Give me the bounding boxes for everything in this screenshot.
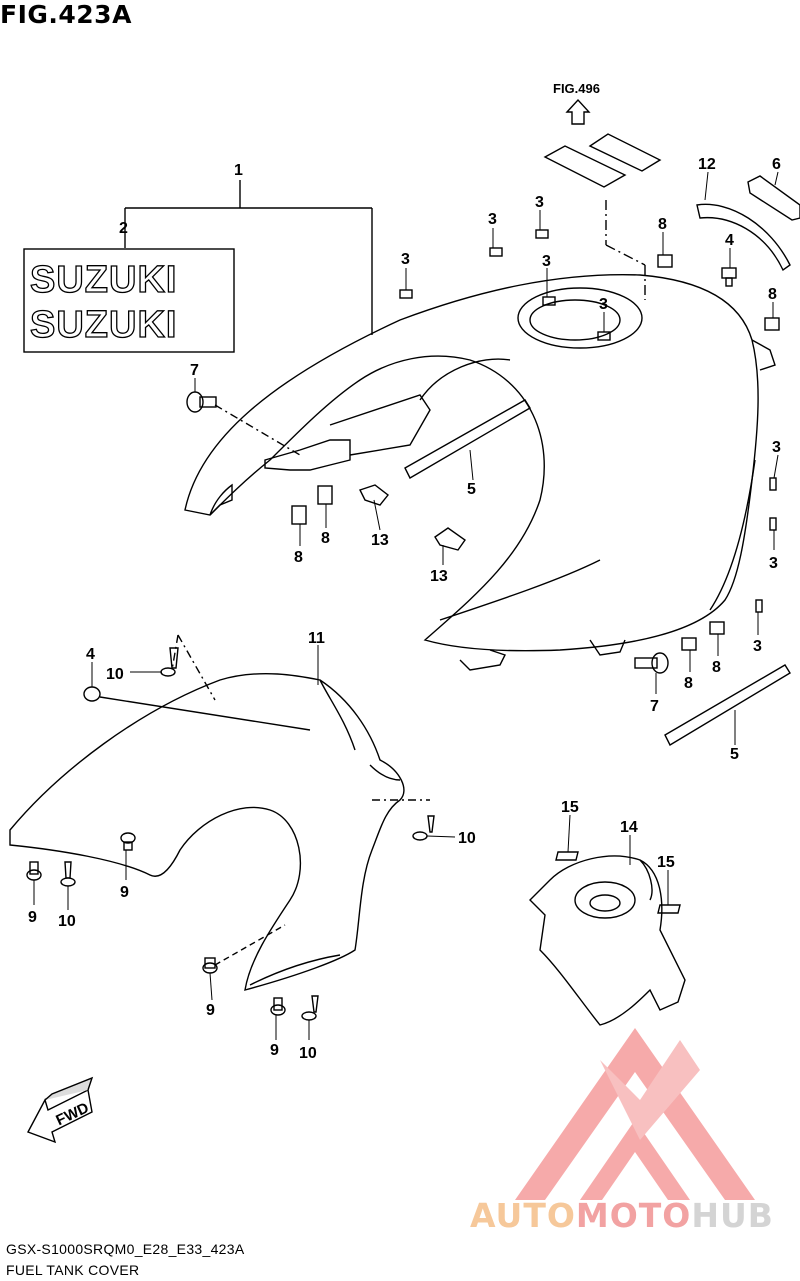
diagram-code: GSX-S1000SRQM0_E28_E33_423A bbox=[6, 1241, 245, 1257]
watermark-logo-icon bbox=[515, 1028, 755, 1200]
callout-3: 3 bbox=[535, 194, 544, 211]
callout-9: 9 bbox=[206, 1002, 215, 1019]
callout-8: 8 bbox=[294, 549, 303, 566]
callout-3: 3 bbox=[401, 251, 410, 268]
pad-part-3-small bbox=[399, 229, 777, 613]
bolt-part-7 bbox=[186, 391, 217, 413]
callout-3: 3 bbox=[772, 439, 781, 456]
screw-part-10 bbox=[60, 647, 435, 1021]
pad-part-15 bbox=[555, 851, 681, 914]
fig-ref-label: FIG.496 bbox=[553, 81, 600, 96]
callout-7: 7 bbox=[650, 698, 659, 715]
callout-12: 12 bbox=[698, 156, 716, 173]
fuel-tank-cover-part-1 bbox=[184, 273, 776, 671]
callout-2: 2 bbox=[119, 220, 128, 237]
trim-strip-part-6 bbox=[747, 175, 800, 221]
bolt-part-7-lower bbox=[634, 652, 669, 674]
watermark-part-1: AUTO bbox=[470, 1196, 576, 1235]
forward-arrow-icon bbox=[27, 1076, 94, 1144]
callout-1: 1 bbox=[234, 162, 243, 179]
leader-lines bbox=[33, 171, 779, 1040]
fig-ref-arrow-icon bbox=[565, 98, 591, 125]
grommet-part-9 bbox=[26, 832, 286, 1016]
callout-5: 5 bbox=[467, 481, 476, 498]
callout-9: 9 bbox=[28, 909, 37, 926]
rubber-strip-part-5 bbox=[404, 399, 531, 479]
callout-9: 9 bbox=[120, 884, 129, 901]
callout-14: 14 bbox=[620, 819, 638, 836]
emblem-text-bottom: SUZUKI bbox=[30, 304, 177, 346]
callout-7: 7 bbox=[190, 362, 199, 379]
callout-11: 11 bbox=[308, 630, 325, 647]
callout-5: 5 bbox=[730, 746, 739, 763]
bracket-part-14 bbox=[529, 855, 686, 1026]
callout-3: 3 bbox=[753, 638, 762, 655]
callout-8: 8 bbox=[321, 530, 330, 547]
emblem-text-top: SUZUKI bbox=[30, 259, 177, 301]
callout-8: 8 bbox=[658, 216, 667, 233]
callout-3: 3 bbox=[769, 555, 778, 572]
callout-15: 15 bbox=[561, 799, 579, 816]
watermark-part-2: MOTO bbox=[575, 1196, 692, 1235]
callout-8: 8 bbox=[768, 286, 777, 303]
callout-10: 10 bbox=[58, 913, 76, 930]
callout-4: 4 bbox=[725, 232, 734, 249]
callout-6: 6 bbox=[772, 156, 781, 173]
clip-part-13 bbox=[359, 484, 466, 551]
emblem-box-part-2 bbox=[23, 248, 235, 353]
callout-3: 3 bbox=[542, 253, 551, 270]
callout-13: 13 bbox=[430, 568, 448, 585]
side-trim-part-12 bbox=[696, 203, 791, 272]
watermark-part-3: HUB bbox=[691, 1196, 774, 1235]
callout-4: 4 bbox=[86, 646, 95, 663]
callout-3: 3 bbox=[599, 296, 608, 313]
callout-10: 10 bbox=[299, 1045, 317, 1062]
callout-10: 10 bbox=[106, 666, 124, 683]
callout-15: 15 bbox=[657, 854, 675, 871]
callout-10: 10 bbox=[458, 830, 476, 847]
callout-9: 9 bbox=[270, 1042, 279, 1059]
watermark-brand: AUTOMOTOHUB bbox=[470, 1196, 774, 1235]
clip-part-8 bbox=[291, 254, 780, 651]
diagram-caption: FUEL TANK COVER bbox=[6, 1262, 140, 1278]
pad-part-3 bbox=[543, 133, 662, 188]
rubber-strip-part-5-lower bbox=[664, 664, 791, 746]
under-cover-part-11 bbox=[9, 672, 405, 991]
callout-8: 8 bbox=[684, 675, 693, 692]
figure-title: FIG.423A bbox=[0, 0, 132, 29]
callout-13: 13 bbox=[371, 532, 389, 549]
callout-8: 8 bbox=[712, 659, 721, 676]
fastener-part-4 bbox=[83, 267, 737, 702]
callout-3: 3 bbox=[488, 211, 497, 228]
